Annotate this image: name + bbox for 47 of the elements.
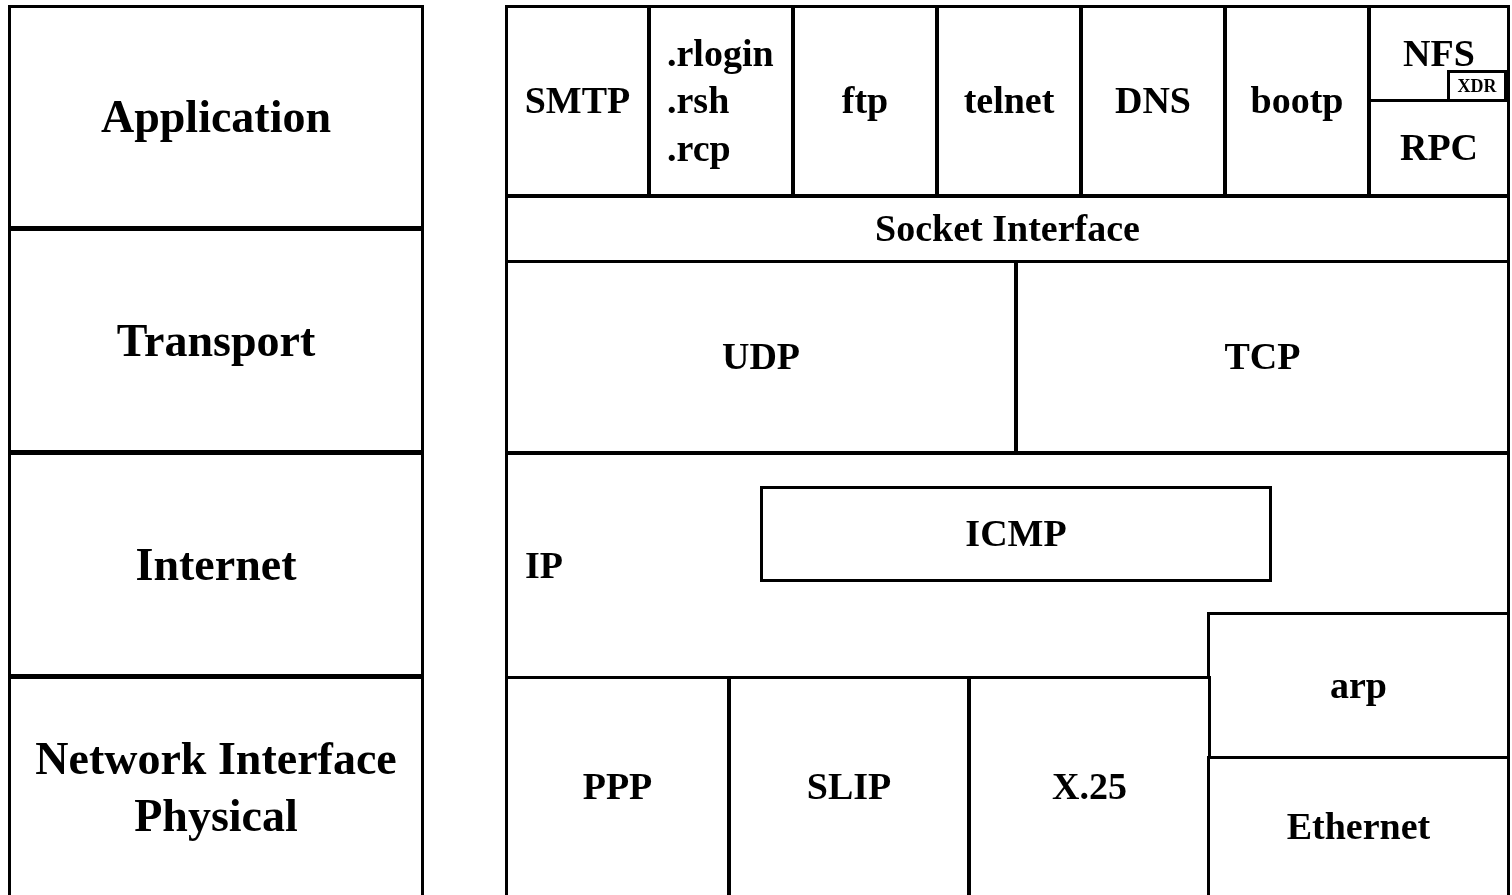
protocol-name: .rlogin [667, 30, 774, 76]
protocol-box [505, 260, 1017, 454]
layer-box [8, 676, 424, 895]
protocol-name: PPP [582, 764, 653, 810]
protocol-box [1207, 756, 1510, 895]
protocol-name: Ethernet [1286, 804, 1431, 850]
protocol-box [505, 5, 650, 197]
layer-name: Internet [135, 537, 297, 592]
protocol-box [505, 195, 1510, 263]
layer-box [8, 5, 424, 229]
protocol-name: ICMP [965, 511, 1067, 557]
protocol-name: arp [1330, 662, 1387, 708]
protocol-name: RPC [1399, 125, 1479, 171]
layer-name: Application [100, 90, 331, 145]
protocol-box [505, 676, 730, 895]
protocol-box [760, 486, 1272, 582]
protocol-name: UDP [721, 334, 801, 380]
protocol-name: SMTP [524, 78, 631, 124]
layer-box [8, 228, 424, 453]
protocol-box [1224, 5, 1370, 197]
protocol-name: NFS [1403, 30, 1475, 76]
protocol-name: SLIP [806, 764, 892, 810]
protocol-box [936, 5, 1082, 197]
protocol-box [1368, 99, 1510, 197]
layer-name: Network Interface Physical [34, 731, 398, 843]
protocol-box [648, 5, 794, 197]
protocol-box [1015, 260, 1510, 454]
protocol-name: TCP [1224, 334, 1301, 380]
layer-box [8, 452, 424, 677]
protocol-box [728, 676, 970, 895]
layer-name: Transport [116, 313, 316, 368]
protocol-box [792, 5, 938, 197]
protocol-region [505, 452, 1510, 679]
protocol-name: XDR [1457, 74, 1497, 98]
protocol-name: ftp [841, 78, 889, 124]
protocol-name: .rcp [667, 125, 731, 171]
protocol-name: DNS [1115, 78, 1191, 124]
protocol-box [1447, 70, 1507, 102]
protocol-name: X.25 [1052, 764, 1127, 810]
protocol-name: bootp [1250, 78, 1344, 124]
protocol-box [1080, 5, 1226, 197]
protocol-box [968, 676, 1211, 895]
protocol-name: Socket Interface [875, 206, 1140, 252]
protocol-box [1368, 5, 1510, 102]
protocol-name: IP [525, 542, 563, 588]
protocol-name: telnet [963, 78, 1055, 124]
protocol-name: .rsh [667, 78, 730, 124]
